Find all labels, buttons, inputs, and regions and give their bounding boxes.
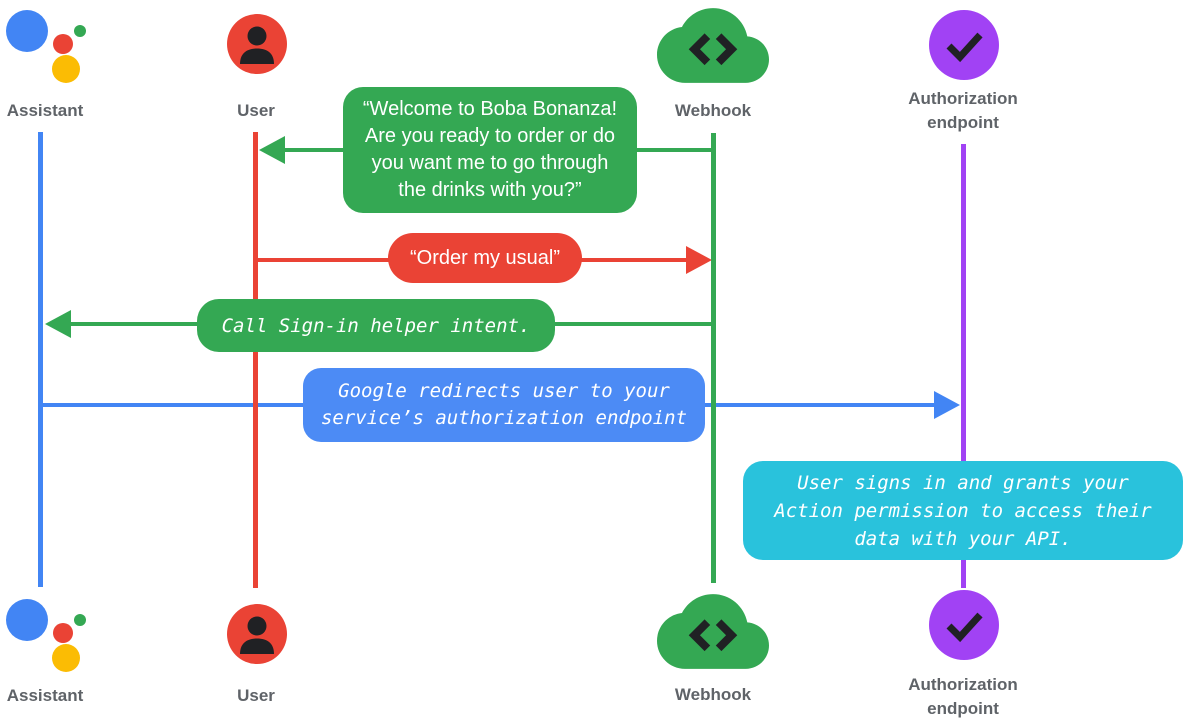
actor-label-authorization-endpoint: Authorization endpoint — [908, 89, 1018, 132]
lifeline-assistant — [38, 132, 43, 587]
user-person-icon — [227, 14, 287, 74]
actor-label-assistant: Assistant — [6, 101, 84, 120]
arrowhead-left-icon — [259, 136, 285, 164]
speech-bubble-welcome: “Welcome to Boba Bonanza! Are you ready … — [343, 87, 637, 213]
speech-bubble-order-text: “Order my usual” — [409, 246, 561, 269]
webhook-cloud-icon — [657, 8, 769, 83]
google-assistant-logo-icon — [6, 599, 86, 672]
actor-label-webhook: Webhook — [674, 685, 752, 704]
code-bubble-redirect: Google redirects user to your service’s … — [303, 368, 705, 442]
actor-label-user: User — [237, 101, 275, 120]
lifeline-webhook — [711, 133, 716, 583]
speech-bubble-order: “Order my usual” — [388, 233, 582, 283]
actor-label-assistant: Assistant — [6, 686, 84, 705]
arrowhead-left-icon — [45, 310, 71, 338]
webhook-cloud-icon — [657, 594, 769, 669]
note-bubble-user-grants-text: User signs in and grants your Action per… — [774, 471, 1152, 550]
code-bubble-redirect-text: Google redirects user to your service’s … — [320, 380, 688, 429]
authorization-checkmark-icon — [929, 10, 999, 80]
actor-label-authorization-endpoint: Authorization endpoint — [908, 675, 1018, 718]
user-person-icon — [227, 604, 287, 664]
google-assistant-logo-icon — [6, 10, 86, 83]
note-bubble-user-grants: User signs in and grants your Action per… — [743, 461, 1183, 560]
lifeline-authorization-endpoint — [961, 144, 966, 588]
lifeline-user — [253, 132, 258, 588]
arrowhead-right-icon — [686, 246, 712, 274]
code-bubble-signin-helper-text: Call Sign-in helper intent. — [221, 314, 531, 337]
speech-bubble-welcome-text: “Welcome to Boba Bonanza! Are you ready … — [362, 98, 618, 201]
actor-label-webhook: Webhook — [674, 101, 752, 120]
authorization-checkmark-icon — [929, 590, 999, 660]
code-bubble-signin-helper: Call Sign-in helper intent. — [197, 299, 555, 352]
actor-label-user: User — [237, 686, 275, 705]
arrowhead-right-icon — [934, 391, 960, 419]
